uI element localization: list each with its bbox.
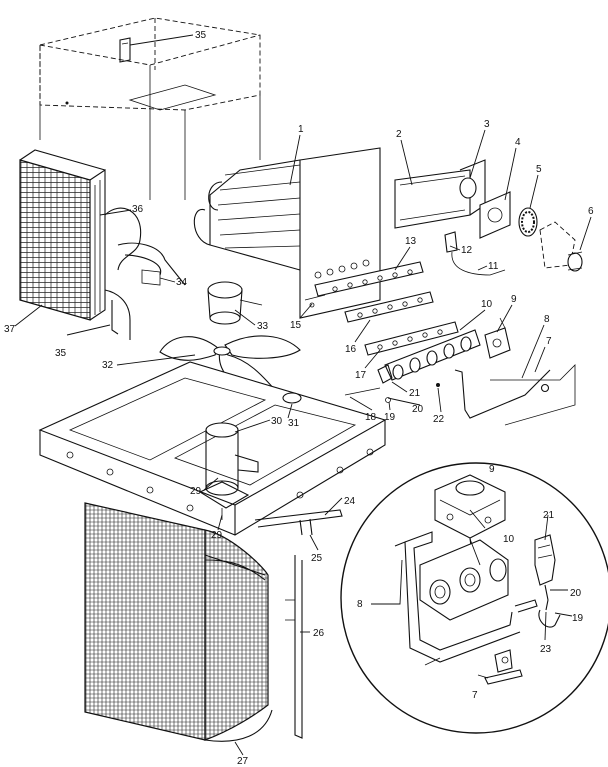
refrigerant-tubing bbox=[104, 207, 186, 340]
callout-10-detail: 10 bbox=[503, 534, 515, 545]
gas-valve-small bbox=[484, 317, 511, 359]
callout-36-top: 35 bbox=[195, 30, 207, 41]
callout-8-detail: 8 bbox=[357, 599, 363, 610]
callout-23: 23 bbox=[540, 644, 552, 655]
callout-30: 30 bbox=[271, 416, 283, 427]
inducer-housing bbox=[394, 159, 486, 229]
left-condenser-coil bbox=[19, 149, 106, 321]
compressor-shield bbox=[282, 392, 302, 404]
callout-16: 16 bbox=[345, 344, 357, 355]
igniter-bracket bbox=[344, 364, 440, 403]
igniter-detail bbox=[514, 534, 561, 628]
pressure-switch-detail bbox=[484, 649, 523, 685]
gas-pipe-detail bbox=[394, 531, 521, 666]
callout-3: 3 bbox=[484, 119, 490, 130]
burner-manifold-16 bbox=[344, 291, 434, 323]
callout-22: 22 bbox=[433, 414, 445, 425]
callout-labels: 35 1 2 3 4 5 6 7 8 9 10 11 12 13 15 16 1… bbox=[4, 30, 594, 767]
flame-sensor bbox=[444, 231, 506, 276]
callout-11: 11 bbox=[488, 261, 499, 272]
callout-33: 33 bbox=[257, 321, 269, 332]
gas-valve-detail bbox=[434, 474, 506, 556]
burner-detail bbox=[419, 539, 509, 621]
callout-37: 37 bbox=[4, 324, 16, 335]
callout-9-main: 9 bbox=[511, 294, 517, 305]
inducer-gasket bbox=[479, 191, 511, 239]
callout-21-main: 21 bbox=[409, 388, 421, 399]
blower-motor bbox=[207, 281, 263, 325]
compressor bbox=[198, 422, 259, 520]
coil-support-rod bbox=[285, 555, 303, 739]
callout-27: 27 bbox=[237, 756, 249, 767]
callout-20-main: 20 bbox=[412, 404, 424, 415]
callout-6: 6 bbox=[588, 206, 594, 217]
callout-31: 31 bbox=[288, 418, 300, 429]
callout-36-side: 36 bbox=[132, 204, 144, 215]
inducer-motor bbox=[539, 221, 583, 272]
callout-32: 32 bbox=[102, 360, 114, 371]
callout-4: 4 bbox=[515, 137, 521, 148]
callout-9-detail-label: 9 bbox=[489, 464, 495, 475]
inducer-fan-wheel bbox=[518, 207, 538, 237]
burner-manifold-13 bbox=[314, 261, 424, 297]
callout-7-main: 7 bbox=[546, 336, 552, 347]
callout-35-text: 35 bbox=[55, 348, 67, 359]
callout-19-main: 19 bbox=[384, 412, 396, 423]
callout-12: 12 bbox=[461, 245, 473, 256]
callout-8-main: 8 bbox=[544, 314, 550, 325]
callout-34: 34 bbox=[176, 277, 188, 288]
top-cover-panel bbox=[39, 17, 261, 200]
callout-29-left: 29 bbox=[190, 486, 202, 497]
callout-13: 13 bbox=[405, 236, 417, 247]
callout-1: 1 bbox=[298, 124, 304, 135]
lower-condenser-coil bbox=[84, 502, 273, 742]
service-tube bbox=[254, 509, 343, 536]
callout-2: 2 bbox=[396, 129, 402, 140]
callout-17: 17 bbox=[355, 370, 367, 381]
callout-25: 25 bbox=[311, 553, 323, 564]
callout-29-bottom: 29 bbox=[211, 530, 223, 541]
callout-18: 18 bbox=[365, 412, 377, 423]
callout-21-detail: 21 bbox=[543, 510, 555, 521]
callout-5: 5 bbox=[536, 164, 542, 175]
burner-manifold-17 bbox=[364, 321, 459, 356]
callout-7-detail: 7 bbox=[472, 690, 478, 701]
callout-10-main: 10 bbox=[481, 299, 493, 310]
top-cover-fitting bbox=[119, 37, 131, 63]
callout-20-detail: 20 bbox=[570, 588, 582, 599]
callout-19-detail: 19 bbox=[572, 613, 584, 624]
gas-supply-pipe bbox=[454, 364, 576, 426]
callout-15: 15 bbox=[290, 320, 302, 331]
callout-26: 26 bbox=[313, 628, 325, 639]
leader-lines bbox=[14, 34, 592, 756]
pressure-switch-small bbox=[540, 383, 550, 393]
burner-assembly bbox=[384, 329, 481, 381]
callout-24: 24 bbox=[344, 496, 356, 507]
